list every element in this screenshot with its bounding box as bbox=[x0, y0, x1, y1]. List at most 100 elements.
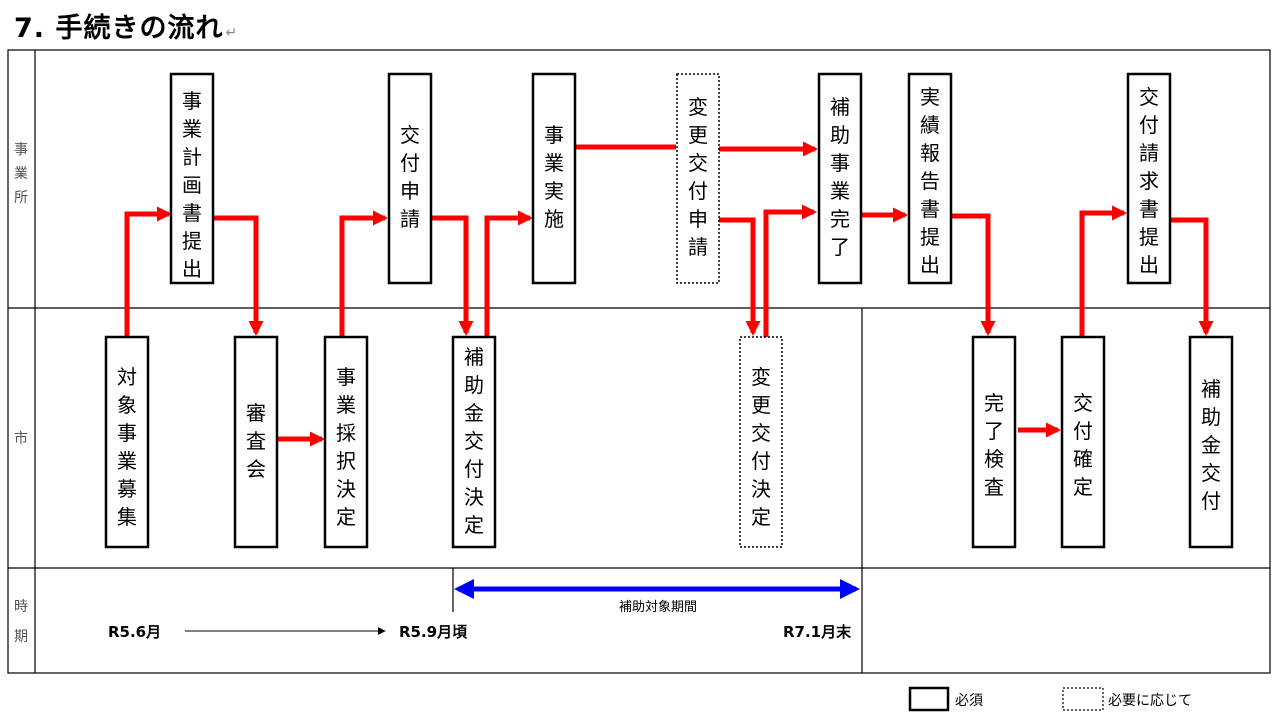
box-henko-kofu-kettei: 変 更 交 付 決 定 bbox=[739, 336, 783, 548]
box-char: 完 bbox=[984, 391, 1004, 415]
legend: 必須 必要に応じて bbox=[908, 686, 1192, 712]
box-char: 決 bbox=[751, 477, 771, 501]
box-char: 計 bbox=[182, 145, 202, 169]
box-char: 交 bbox=[1073, 391, 1093, 415]
box-char: 実 bbox=[920, 85, 940, 109]
legend-required-label: 必須 bbox=[955, 693, 983, 709]
box-jigyo-jisshi: 事 業 実 施 bbox=[531, 72, 577, 285]
timeline: 補助対象期間 R5.6月 R5.9月頃 R7.1月末 bbox=[108, 579, 860, 641]
box-char: 定 bbox=[751, 505, 771, 529]
lane-char: 業 bbox=[14, 166, 28, 182]
box-char: 更 bbox=[688, 123, 708, 147]
box-char: 了 bbox=[830, 235, 850, 259]
box-char: 会 bbox=[246, 457, 266, 481]
lane-char: 事 bbox=[14, 142, 28, 158]
box-char: 請 bbox=[688, 235, 708, 259]
box-char: 審 bbox=[246, 401, 266, 425]
box-kofu-shinsei: 交 付 申 請 bbox=[387, 72, 433, 285]
box-char: 決 bbox=[464, 485, 484, 509]
box-char: 書 bbox=[182, 201, 202, 225]
box-char: 付 bbox=[1139, 113, 1159, 137]
box-char: 変 bbox=[688, 95, 708, 119]
box-char: 業 bbox=[830, 179, 850, 203]
box-henko-kofu-shinsei: 変 更 交 付 申 請 bbox=[676, 73, 720, 284]
legend-solid-swatch bbox=[908, 686, 950, 712]
box-char: 事 bbox=[182, 89, 202, 113]
box-char: 検 bbox=[984, 447, 1004, 471]
box-char: 金 bbox=[1201, 433, 1221, 457]
flow-arrow bbox=[718, 217, 761, 336]
box-char: 助 bbox=[464, 373, 484, 397]
box-char: 書 bbox=[1139, 197, 1159, 221]
box-char: 業 bbox=[117, 449, 137, 473]
box-char: 付 bbox=[400, 151, 420, 175]
box-char: 請 bbox=[1139, 141, 1159, 165]
box-char: 定 bbox=[336, 505, 356, 529]
box-char: 業 bbox=[182, 117, 202, 141]
flow-arrow bbox=[213, 215, 264, 336]
box-char: 提 bbox=[1139, 225, 1159, 249]
legend-as-needed-label: 必要に応じて bbox=[1108, 693, 1192, 709]
box-char: 交 bbox=[464, 429, 484, 453]
flow-arrows bbox=[124, 141, 1214, 447]
flow-arrow bbox=[950, 213, 996, 336]
flow-arrow bbox=[1079, 205, 1127, 337]
timeline-mid: R5.9月頃 bbox=[399, 623, 468, 641]
lane-label-jigyosho: 事 業 所 bbox=[14, 142, 28, 206]
timeline-start: R5.6月 bbox=[108, 623, 161, 641]
box-taisho-jigyo-boshu: 対 象 事 業 募 集 bbox=[104, 335, 150, 549]
lane-char: 所 bbox=[14, 190, 28, 206]
flow-arrow bbox=[124, 206, 172, 337]
box-char: 画 bbox=[182, 173, 202, 197]
flow-arrow bbox=[763, 204, 817, 337]
legend-dotted-swatch bbox=[1062, 687, 1104, 711]
flow-arrow bbox=[484, 210, 533, 337]
box-char: 請 bbox=[400, 207, 420, 231]
box-char: 提 bbox=[920, 225, 940, 249]
box-char: 交 bbox=[688, 151, 708, 175]
box-char: 申 bbox=[688, 207, 708, 231]
box-char: 付 bbox=[751, 449, 771, 473]
flow-arrow bbox=[1170, 217, 1214, 336]
lane-char: 期 bbox=[14, 629, 28, 645]
box-char: 求 bbox=[1139, 169, 1159, 193]
box-char: 付 bbox=[1201, 489, 1221, 513]
box-char: 金 bbox=[464, 401, 484, 425]
box-char: 付 bbox=[1073, 419, 1093, 443]
lane-label-shi: 市 bbox=[14, 430, 28, 447]
frame bbox=[7, 49, 1271, 674]
timeline-end: R7.1月末 bbox=[783, 623, 852, 641]
box-char: 確 bbox=[1073, 447, 1093, 471]
box-shinsakai: 審 査 会 bbox=[233, 335, 279, 549]
box-char: 補 bbox=[464, 345, 484, 369]
box-char: 書 bbox=[920, 197, 940, 221]
flow-arrow bbox=[339, 210, 388, 337]
box-char: 更 bbox=[751, 393, 771, 417]
box-kanryo-kensa: 完 了 検 査 bbox=[971, 335, 1017, 549]
box-hojo-jigyo-kanryo: 補 助 事 業 完 了 bbox=[817, 72, 863, 285]
box-char: 業 bbox=[544, 151, 564, 175]
box-char: 完 bbox=[830, 207, 850, 231]
box-char: 出 bbox=[182, 257, 202, 281]
box-jisseki-hokokusho-teishutsu: 実 績 報 告 書 提 出 bbox=[907, 72, 953, 285]
box-kofu-kakutei: 交 付 確 定 bbox=[1060, 335, 1106, 549]
period-label: 補助対象期間 bbox=[619, 600, 697, 615]
box-jigyo-keikakusho-teishutsu: 事 業 計 画 書 提 出 bbox=[169, 72, 215, 285]
box-char: 択 bbox=[336, 449, 356, 473]
box-char: 募 bbox=[117, 477, 137, 501]
box-char: 事 bbox=[830, 151, 850, 175]
lane-char: 市 bbox=[14, 430, 28, 447]
box-char: 補 bbox=[830, 95, 850, 119]
box-char: 交 bbox=[751, 421, 771, 445]
box-char: 了 bbox=[984, 419, 1004, 443]
box-char: 定 bbox=[464, 513, 484, 537]
box-char: 付 bbox=[688, 179, 708, 203]
box-char: 交 bbox=[400, 123, 420, 147]
box-char: 交 bbox=[1201, 461, 1221, 485]
box-char: 実 bbox=[544, 179, 564, 203]
box-char: 査 bbox=[246, 429, 266, 453]
box-char: 査 bbox=[984, 475, 1004, 499]
box-char: 業 bbox=[336, 393, 356, 417]
box-char: 付 bbox=[464, 457, 484, 481]
